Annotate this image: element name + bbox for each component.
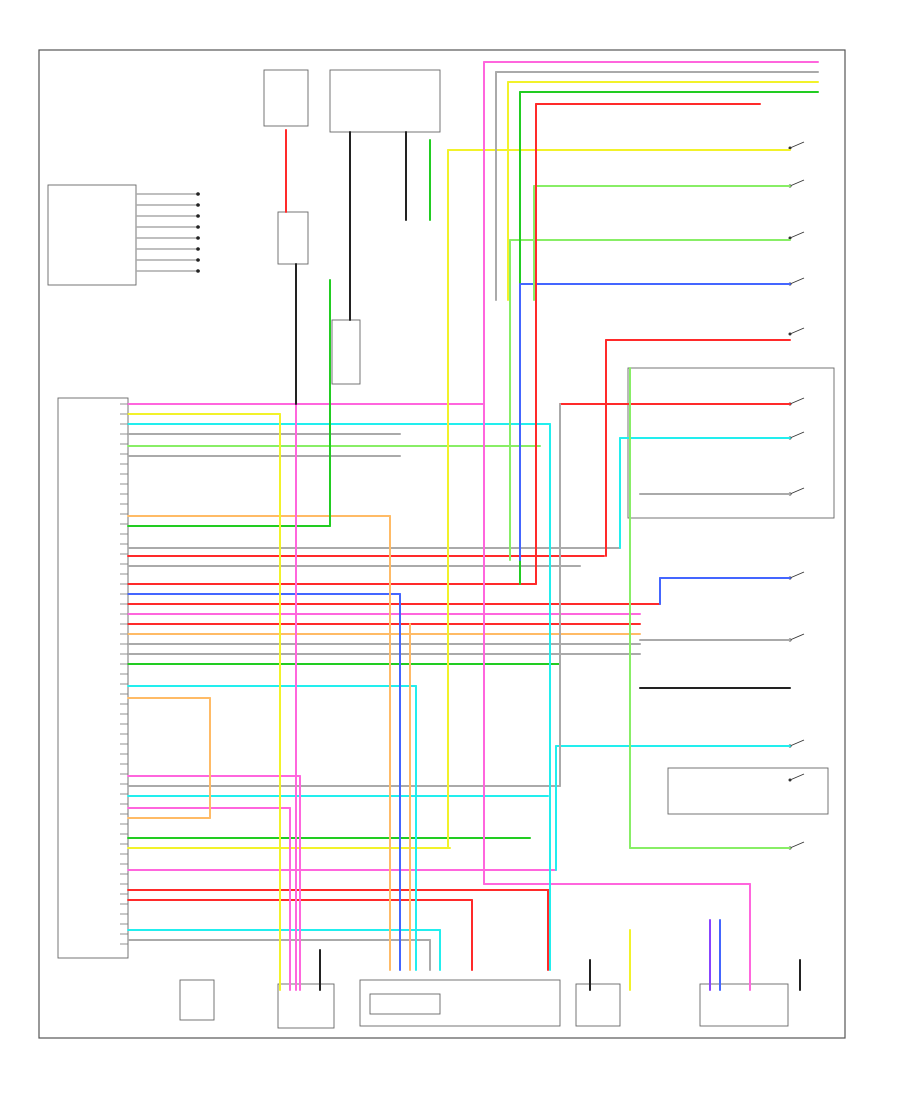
- switch-node-2: [788, 236, 792, 240]
- bottom-combination-unit: [359, 979, 561, 1027]
- switch-node-11: [788, 778, 792, 782]
- switch-contact-9: [789, 633, 805, 641]
- components: [47, 69, 835, 1029]
- switch-contact-4: [789, 327, 805, 335]
- left-module-connector: [47, 184, 137, 286]
- switch-contact-3: [789, 277, 805, 285]
- module-pin: [196, 214, 200, 218]
- bottom-unit-display: [369, 993, 441, 1015]
- main-connector: [57, 397, 129, 959]
- module-pin: [196, 269, 200, 273]
- upper-fuse-block: [263, 69, 309, 127]
- upper-relay-box: [329, 69, 441, 133]
- wires: [127, 61, 819, 991]
- switch-node-0: [788, 146, 792, 150]
- bottom-switch-3: [575, 983, 621, 1027]
- bottom-switch-4: [699, 983, 789, 1027]
- relay-module: [331, 319, 361, 385]
- ground-left: [179, 979, 215, 1021]
- control-module-left: [277, 211, 309, 265]
- switch-node-4: [788, 332, 792, 336]
- switch-contact-12: [789, 841, 805, 849]
- switch-contact-2: [789, 231, 805, 239]
- outer-border: [38, 49, 846, 1039]
- module-pin: [196, 225, 200, 229]
- module-pin: [196, 192, 200, 196]
- diagram-frame: [38, 49, 846, 1039]
- switch-contact-11: [789, 773, 805, 781]
- right-switch-box: [627, 367, 835, 519]
- connector-pins: [120, 192, 200, 945]
- switch-contact-6: [789, 431, 805, 439]
- switch-contact-1: [789, 179, 805, 187]
- module-pin: [196, 258, 200, 262]
- bottom-switch-1: [277, 983, 335, 1029]
- module-pin: [196, 247, 200, 251]
- module-pin: [196, 203, 200, 207]
- switch-contact-7: [789, 487, 805, 495]
- switch-contact-10: [789, 739, 805, 747]
- switch-contact-0: [789, 141, 805, 149]
- module-pin: [196, 236, 200, 240]
- right-switch-box-lower: [667, 767, 829, 815]
- switch-contact-5: [789, 397, 805, 405]
- switch-contact-8: [789, 571, 805, 579]
